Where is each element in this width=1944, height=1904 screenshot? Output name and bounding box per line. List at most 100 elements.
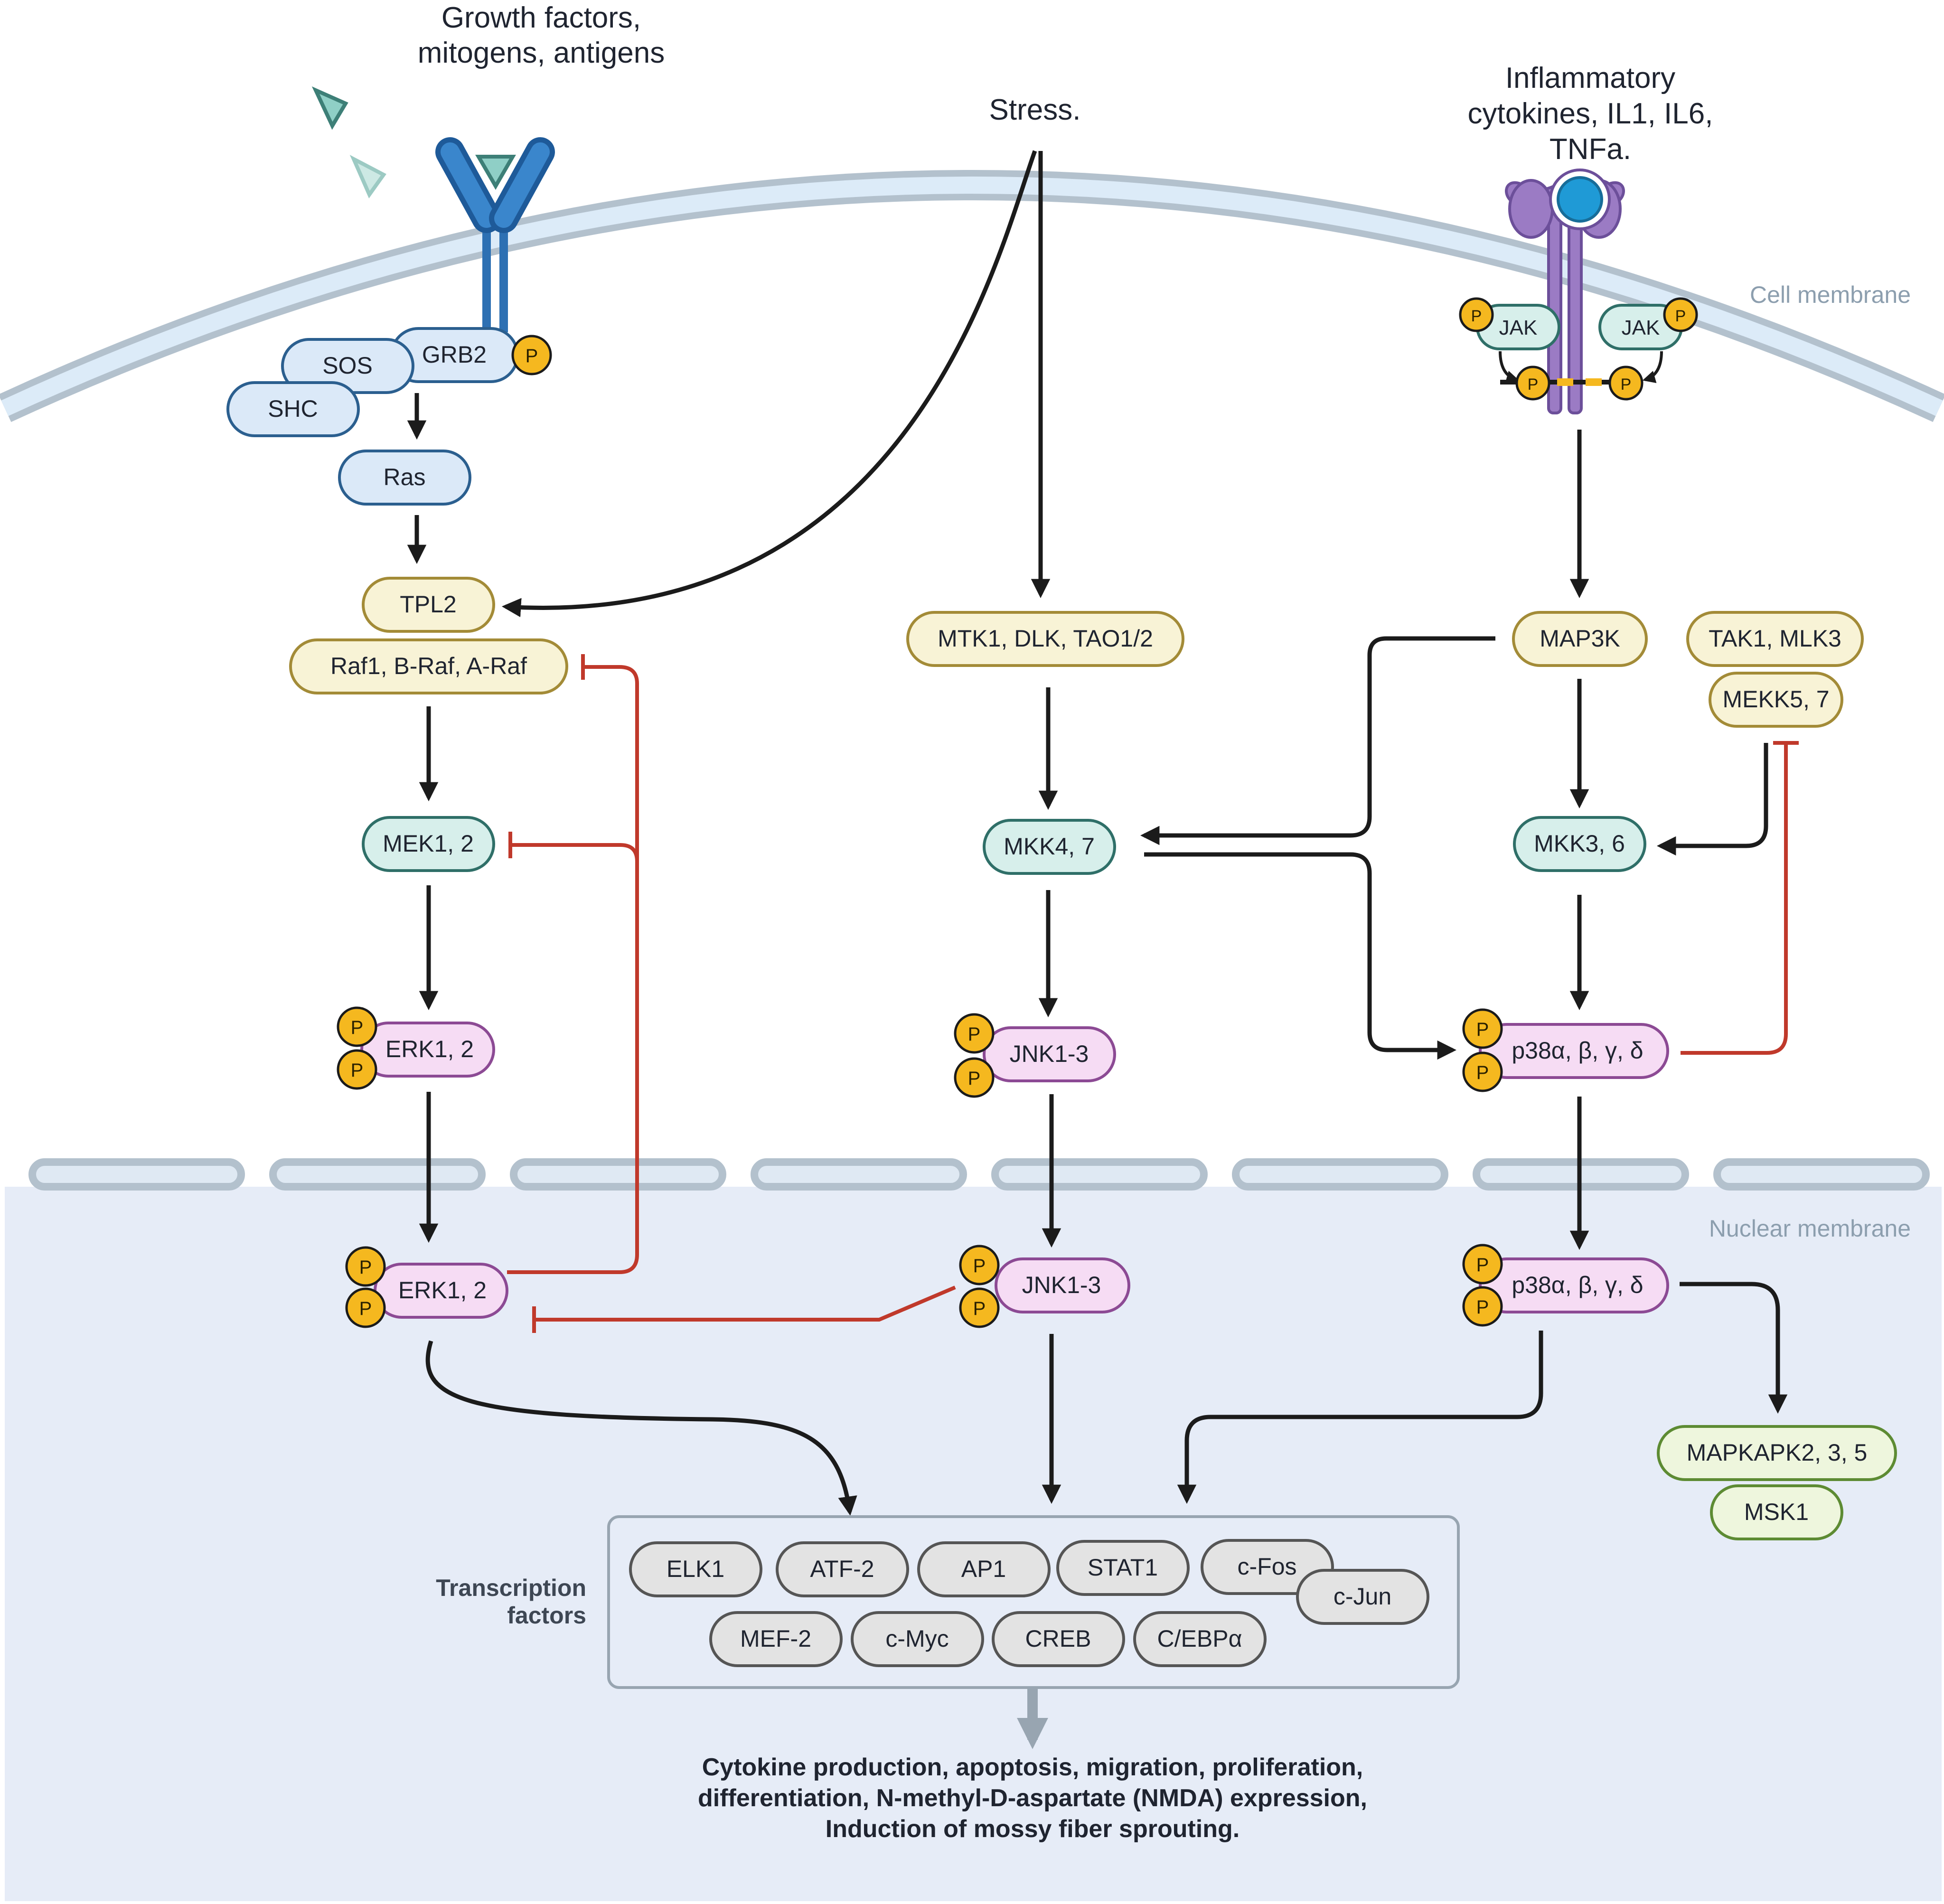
tf-ap1: AP1: [917, 1541, 1051, 1597]
phospho-badge-grb2: P: [511, 335, 552, 375]
transcription-factors-label-2: factors: [507, 1602, 586, 1629]
svg-text:P: P: [1621, 375, 1632, 394]
inflammatory-label: Inflammatory: [1505, 62, 1675, 94]
svg-text:P: P: [359, 1298, 372, 1319]
phospho-badge-erk-nuc-1: P: [345, 1246, 386, 1287]
receptor-tyrosine-kinase-icon: [435, 137, 555, 332]
svg-text:SOS: SOS: [322, 352, 373, 379]
svg-text:P: P: [351, 1017, 364, 1038]
tak1-mlk3-node: TAK1, MLK3: [1686, 611, 1864, 667]
sos-node: SOS: [281, 338, 414, 394]
svg-text:P: P: [1528, 375, 1539, 394]
outcome-text-line2: differentiation, N-methyl-D-aspartate (N…: [698, 1784, 1367, 1812]
svg-text:P: P: [973, 1298, 986, 1319]
jak-phosphorylation-arrow-left: [1499, 351, 1520, 384]
svg-text:ATF-2: ATF-2: [810, 1556, 874, 1582]
svg-text:JAK: JAK: [1499, 316, 1538, 339]
svg-text:Raf1, B-Raf, A-Raf: Raf1, B-Raf, A-Raf: [330, 653, 527, 679]
phospho-badge-jak-left: P: [1459, 297, 1494, 332]
svg-text:MAP3K: MAP3K: [1540, 625, 1620, 652]
svg-text:MKK3, 6: MKK3, 6: [1534, 830, 1625, 857]
tf-cebpa: C/EBPα: [1133, 1611, 1267, 1667]
p38-cytoplasm-node: p38α, β, γ, δ: [1479, 1023, 1669, 1079]
mkk36-node: MKK3, 6: [1513, 816, 1646, 872]
svg-text:ELK1: ELK1: [667, 1556, 724, 1582]
phospho-badge-p38-nuc-1: P: [1462, 1244, 1503, 1285]
growth-factors-label: Growth factors,: [441, 1, 641, 34]
svg-text:MEKK5, 7: MEKK5, 7: [1722, 686, 1829, 713]
svg-text:P: P: [973, 1256, 986, 1276]
mek12-node: MEK1, 2: [362, 816, 495, 872]
phospho-badge-p38-cyto-1: P: [1462, 1008, 1503, 1049]
mkk47-node: MKK4, 7: [983, 819, 1116, 875]
jak-phosphorylation-arrow-right: [1642, 351, 1663, 384]
tpl2-node: TPL2: [362, 577, 495, 633]
phospho-badge-jnk-nuc-1: P: [959, 1245, 1000, 1285]
activation-arrows: [407, 150, 1788, 1516]
phospho-badge-receptor-right: P: [1608, 366, 1643, 401]
inflammatory-label-3: TNFa.: [1550, 133, 1631, 166]
tf-cfos: c-Fos: [1201, 1539, 1334, 1595]
tf-cmyc: c-Myc: [851, 1611, 984, 1667]
outcome-text-line1: Cytokine production, apoptosis, migratio…: [702, 1754, 1363, 1781]
msk1-node: MSK1: [1710, 1484, 1843, 1540]
inhibition-lines: [507, 654, 1799, 1333]
phospho-badge-jnk-nuc-2: P: [959, 1287, 1000, 1328]
svg-text:MEF-2: MEF-2: [740, 1625, 811, 1652]
svg-text:P: P: [1471, 307, 1482, 325]
raf-node: Raf1, B-Raf, A-Raf: [289, 638, 568, 694]
svg-text:MKK4, 7: MKK4, 7: [1004, 833, 1095, 860]
phospho-badge-p38-cyto-2: P: [1462, 1051, 1503, 1092]
tf-atf2: ATF-2: [776, 1541, 909, 1597]
p38-nucleus-node: p38α, β, γ, δ: [1479, 1257, 1669, 1313]
phospho-badge-erk-nuc-2: P: [345, 1287, 386, 1328]
svg-text:P: P: [1476, 1255, 1489, 1276]
svg-text:P: P: [968, 1024, 981, 1045]
ligand-icon: [311, 86, 516, 199]
map3k-node: MAP3K: [1512, 611, 1648, 667]
svg-text:MSK1: MSK1: [1744, 1499, 1809, 1525]
outcome-text-line3: Induction of mossy fiber sprouting.: [826, 1815, 1240, 1843]
tf-elk1: ELK1: [629, 1541, 762, 1597]
mekk57-node: MEKK5, 7: [1709, 672, 1843, 728]
svg-text:P: P: [526, 346, 538, 366]
svg-text:P: P: [359, 1257, 372, 1278]
tf-creb: CREB: [992, 1611, 1125, 1667]
svg-text:P: P: [968, 1068, 981, 1089]
svg-text:P: P: [1476, 1062, 1489, 1083]
nuclear-membrane-label: Nuclear membrane: [1709, 1215, 1911, 1242]
phospho-badge-jnk-cyto-2: P: [954, 1057, 995, 1098]
jak-right-node: JAK: [1598, 304, 1683, 350]
svg-text:Ras: Ras: [384, 464, 426, 490]
svg-text:JNK1-3: JNK1-3: [1010, 1041, 1089, 1067]
svg-text:TAK1, MLK3: TAK1, MLK3: [1709, 625, 1841, 652]
svg-text:c-Myc: c-Myc: [885, 1625, 949, 1652]
mapkapk-node: MAPKAPK2, 3, 5: [1657, 1425, 1897, 1481]
mtk1-dlk-tao-node: MTK1, DLK, TAO1/2: [906, 611, 1184, 667]
svg-text:TPL2: TPL2: [400, 591, 457, 618]
jnk-cytoplasm-node: JNK1-3: [983, 1026, 1116, 1082]
erk12-cytoplasm-node: ERK1, 2: [360, 1022, 495, 1078]
svg-text:c-Fos: c-Fos: [1238, 1553, 1297, 1580]
stress-label: Stress.: [989, 94, 1081, 126]
inflammatory-label-2: cytokines, IL1, IL6,: [1468, 97, 1713, 130]
ras-node: Ras: [338, 450, 471, 506]
svg-text:c-Jun: c-Jun: [1334, 1583, 1391, 1610]
shc-node: SHC: [226, 381, 360, 437]
tf-stat1: STAT1: [1056, 1540, 1190, 1596]
cytokine-receptor-icon: [1500, 169, 1628, 414]
growth-factors-label-2: mitogens, antigens: [418, 37, 665, 69]
svg-text:AP1: AP1: [961, 1556, 1006, 1582]
svg-text:GRB2: GRB2: [422, 341, 487, 368]
jnk-nucleus-node: JNK1-3: [995, 1257, 1130, 1313]
phospho-badge-erk-cyto-2: P: [337, 1049, 377, 1090]
svg-text:JAK: JAK: [1622, 316, 1660, 339]
svg-text:P: P: [351, 1060, 364, 1081]
svg-text:SHC: SHC: [268, 395, 318, 422]
phospho-badge-p38-nuc-2: P: [1462, 1286, 1503, 1327]
svg-text:ERK1, 2: ERK1, 2: [385, 1036, 474, 1062]
svg-text:C/EBPα: C/EBPα: [1157, 1625, 1242, 1652]
cell-membrane: [0, 170, 1944, 422]
svg-text:STAT1: STAT1: [1088, 1554, 1158, 1581]
